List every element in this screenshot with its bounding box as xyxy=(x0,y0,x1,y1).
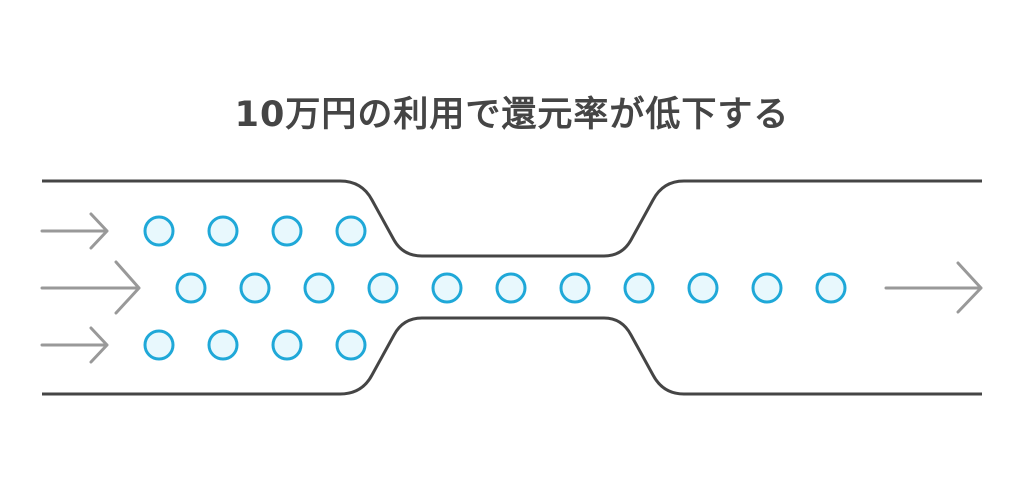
particle-circle xyxy=(335,215,367,247)
particle-circle xyxy=(559,272,591,304)
particle-circle xyxy=(687,272,719,304)
pipe-bottom-wall xyxy=(42,316,982,396)
arrow-right-icon-middle xyxy=(40,260,141,315)
particle-circle xyxy=(367,272,399,304)
particle-circle xyxy=(431,272,463,304)
particle-circle xyxy=(751,272,783,304)
particle-circle xyxy=(271,215,303,247)
particle-circle xyxy=(207,329,239,361)
arrow-right-icon-top xyxy=(40,212,109,250)
particle-circle xyxy=(239,272,271,304)
particle-circle xyxy=(175,272,207,304)
particle-circle xyxy=(303,272,335,304)
particle-circle xyxy=(271,329,303,361)
particle-circle xyxy=(143,329,175,361)
particle-circle xyxy=(335,329,367,361)
particle-circle xyxy=(143,215,175,247)
particle-circle xyxy=(495,272,527,304)
pipe-top-wall xyxy=(42,179,982,258)
arrow-right-icon-bottom xyxy=(40,326,109,364)
particle-circle xyxy=(207,215,239,247)
arrow-right-icon-output xyxy=(884,261,983,314)
particle-circle xyxy=(623,272,655,304)
diagram-title: 10万円の利用で還元率が低下する xyxy=(234,95,790,135)
particle-circle xyxy=(815,272,847,304)
